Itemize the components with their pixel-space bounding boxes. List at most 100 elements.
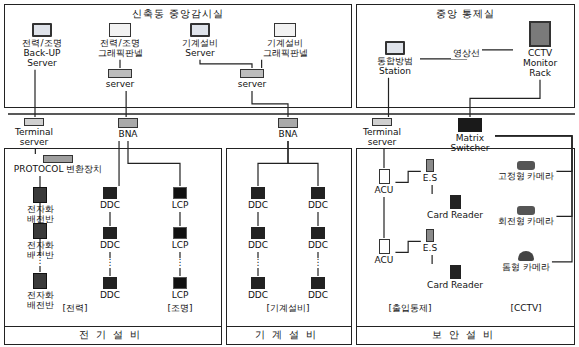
connector-line <box>495 136 572 262</box>
device-label: 전자화 배전반 <box>22 291 58 311</box>
device-label: BNA <box>118 130 137 140</box>
device-icon <box>450 265 461 279</box>
device-icon <box>173 187 187 199</box>
ddc-controller: DDC <box>246 226 270 252</box>
graphic-panel: 기계설비 그래픽판넬 <box>255 22 315 60</box>
device-icon <box>240 69 264 78</box>
ddc-controller: DDC <box>306 186 330 212</box>
device-label: DDC <box>100 291 120 301</box>
bna-unit: BNA <box>116 117 140 141</box>
device-icon <box>274 23 296 37</box>
connector-line <box>119 60 120 68</box>
device-label: 돔형 카메라 <box>502 263 550 273</box>
device-label: ACU <box>375 256 394 266</box>
group-label: [출입통제] <box>386 304 433 314</box>
device-label: Terminal server <box>359 128 405 148</box>
device-label: 회전형 카메라 <box>498 217 555 227</box>
device-icon <box>379 239 390 254</box>
ellipsis-mark: ⋮ <box>174 258 187 268</box>
device-label: BNA <box>278 130 297 140</box>
ellipsis-mark: ⋮ <box>252 258 265 268</box>
device-label: 전력/조명 그래픽판넬 <box>92 39 148 59</box>
connector-line <box>252 91 288 117</box>
equipment-panel: DDC DDC DDC DDC DDC DDC 기계설비 <box>226 148 352 345</box>
device-icon <box>379 169 390 184</box>
device-icon <box>108 69 132 78</box>
device-icon <box>311 277 325 289</box>
server-unit: server <box>104 68 137 91</box>
bna-unit: BNA <box>276 117 300 141</box>
connector-line <box>179 212 180 226</box>
lcp-panel: LCP <box>170 276 191 302</box>
device-icon <box>311 187 325 199</box>
device-label: 기계설비 그래픽판넬 <box>257 39 313 59</box>
connector-line <box>395 241 420 252</box>
device-label: DDC <box>248 291 268 301</box>
device-icon <box>426 229 434 242</box>
ddc-controller: DDC <box>306 276 330 302</box>
panel-footer: 기계설비 <box>227 326 351 344</box>
ddc-controller: DDC <box>306 226 330 252</box>
device-label: CCTV Monitor Rack <box>515 49 565 79</box>
connector-line <box>420 50 513 59</box>
device-label: Card Reader <box>427 211 483 221</box>
terminal-server: Terminal server <box>9 117 59 149</box>
device-icon <box>33 273 47 289</box>
ddc-controller: DDC <box>246 186 270 212</box>
group-label: [조명] <box>165 304 194 314</box>
panel-footer: 보안설비 <box>357 326 574 344</box>
lcp-panel: LCP <box>170 186 191 212</box>
device-icon <box>518 251 534 261</box>
ddc-controller: DDC <box>246 276 270 302</box>
device-icon <box>43 155 73 163</box>
connector-line <box>388 78 389 117</box>
fixed-camera: 고정형 카메라 <box>496 160 557 183</box>
group-label: [기계설비] <box>264 304 311 314</box>
protocol-converter: PROTOCOL 변환장치 <box>12 154 105 176</box>
device-icon <box>103 227 117 239</box>
device-label: DDC <box>100 201 120 211</box>
device-label: E.S <box>423 244 437 254</box>
card-reader: Card Reader <box>425 194 485 222</box>
device-icon <box>109 23 131 37</box>
connector-line <box>200 60 252 68</box>
device-label: server <box>106 80 135 90</box>
device-label: E.S <box>423 174 437 184</box>
device-icon <box>450 195 461 209</box>
ddc-controller: DDC <box>98 276 122 302</box>
connector-line <box>261 60 262 68</box>
panel-footer: 전기설비 <box>5 326 221 344</box>
connector-line <box>383 197 384 238</box>
switchboard: 전자화 배전반 <box>20 272 60 312</box>
device-label: DDC <box>308 291 328 301</box>
connector-line <box>383 149 384 168</box>
server-unit: server <box>236 68 269 91</box>
connector-line <box>470 80 540 117</box>
device-icon <box>458 118 482 132</box>
connector-line <box>109 212 110 226</box>
device-label: DDC <box>308 241 328 251</box>
equipment-panel: ACUE.SCard ReaderACUE.SCard Reader고정형 카메… <box>356 148 575 345</box>
ddc-controller: DDC <box>98 226 122 252</box>
switchboard: 전자화 배전반 <box>20 186 60 226</box>
equipment-panel: PROTOCOL 변환장치전자화 배전반전자화 배전반전자화 배전반DDCDDC… <box>4 148 222 345</box>
connector-line <box>317 212 318 226</box>
device-icon <box>251 227 265 239</box>
device-icon <box>118 118 138 128</box>
device-label: 전자화 배전반 <box>22 205 58 225</box>
control-room-region: 전력/조명 Back-UP Server전력/조명 그래픽판넬기계설비 Serv… <box>4 4 352 108</box>
device-icon <box>190 23 210 37</box>
access-control-unit: ACU <box>373 238 396 267</box>
connector-line <box>34 70 35 117</box>
connector-line <box>432 185 433 194</box>
panel-heading: 보안설비 <box>357 327 574 343</box>
device-label: ACU <box>375 186 394 196</box>
connector-line <box>126 91 127 117</box>
device-label: LCP <box>172 201 189 211</box>
connector-line <box>432 255 433 264</box>
mech-server: 기계설비 Server <box>174 22 226 60</box>
device-label: DDC <box>248 241 268 251</box>
device-icon <box>33 187 47 203</box>
